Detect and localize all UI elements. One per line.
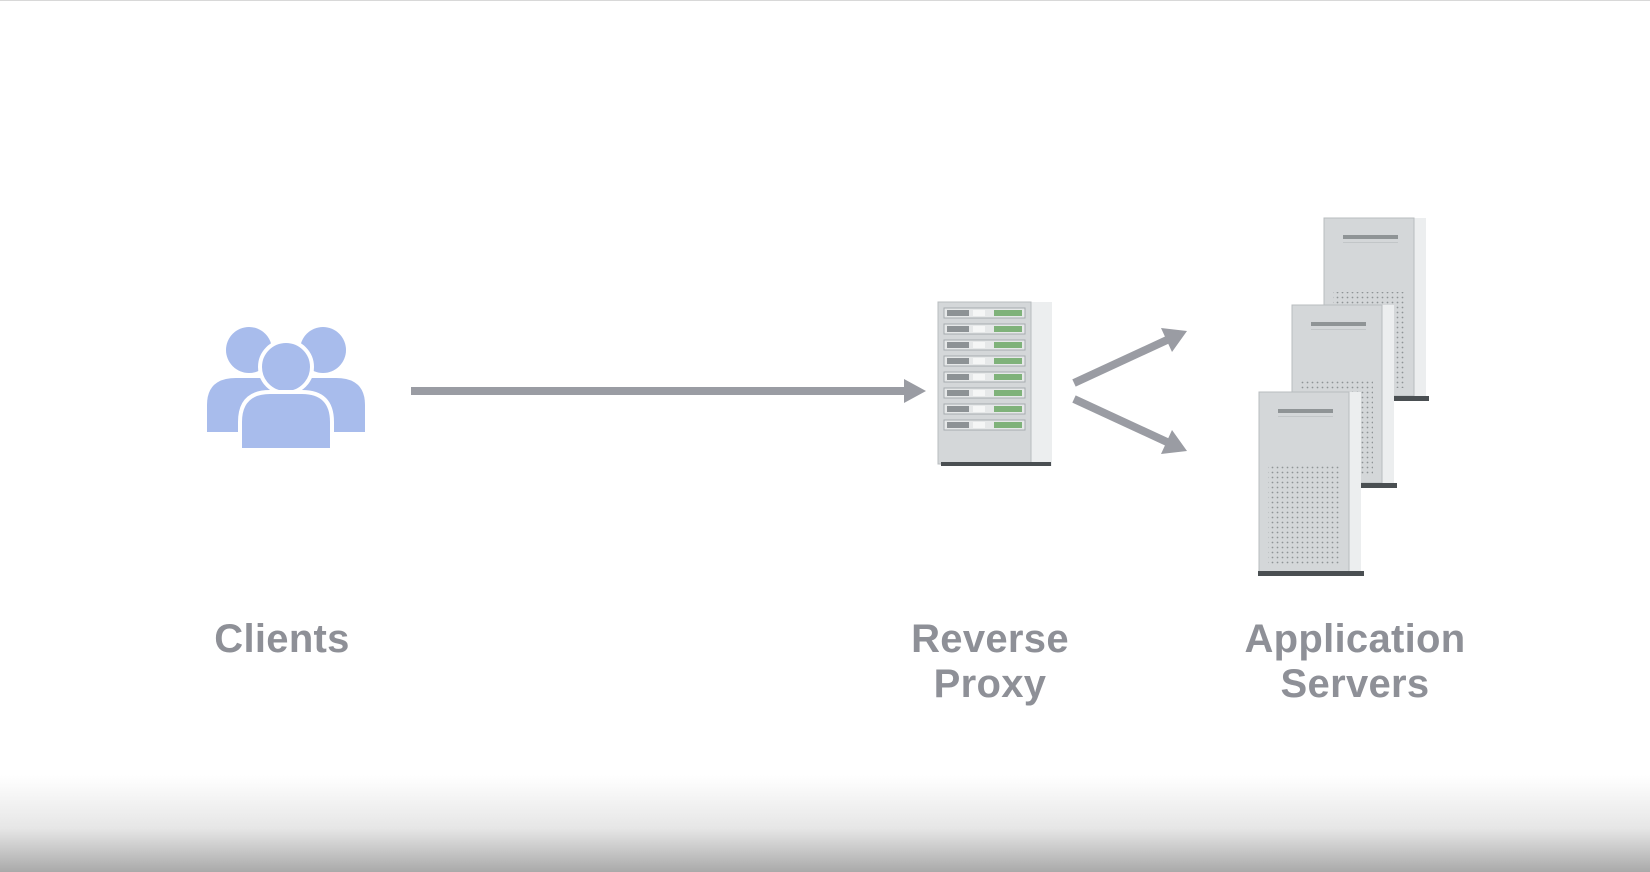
reverse-proxy-label: Reverse Proxy bbox=[911, 617, 1069, 706]
top-border bbox=[0, 0, 1650, 1]
arrow-proxy-to-servers-upper bbox=[1072, 328, 1187, 387]
clients-label: Clients bbox=[214, 617, 350, 661]
server-tower-icon bbox=[1258, 391, 1364, 576]
server-rack-icon bbox=[937, 301, 1052, 466]
rack-units bbox=[943, 307, 1026, 431]
arrow-clients-to-proxy bbox=[411, 379, 926, 403]
users-group-icon bbox=[207, 327, 365, 452]
application-servers-label: Application Servers bbox=[1244, 617, 1466, 706]
arrow-proxy-to-servers-lower bbox=[1072, 395, 1187, 454]
bottom-shadow bbox=[0, 775, 1650, 872]
